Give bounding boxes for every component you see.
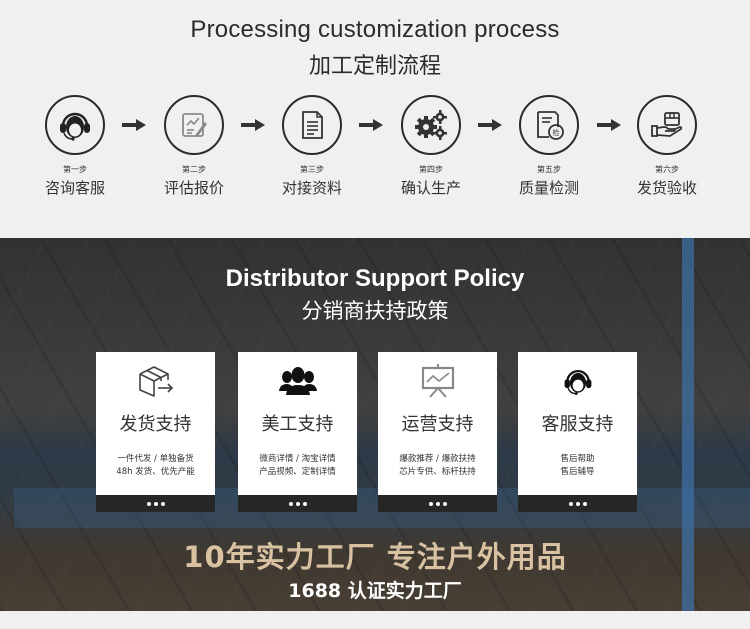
distributor-policy-section: Distributor Support Policy 分销商扶持政策 发货支持 … — [0, 238, 750, 611]
step-number: 第六步 — [655, 165, 679, 174]
presentation-chart-icon — [421, 364, 454, 398]
process-title-zh: 加工定制流程 — [308, 54, 441, 79]
step-label: 对接资料 — [281, 179, 342, 197]
process-step-3: 第三步 对接资料 — [262, 95, 362, 198]
process-step-2: 第二步 评估报价 — [144, 95, 244, 198]
arrow-right-icon — [122, 119, 146, 131]
card-title: 客服支持 — [541, 414, 614, 435]
gears-icon — [415, 110, 447, 140]
document-icon — [302, 111, 323, 139]
step-label: 评估报价 — [163, 179, 224, 197]
card-desc-line: 产品视频、定制详情 — [259, 467, 336, 477]
card-desc-line: 芯片专供、标杆扶持 — [399, 467, 476, 477]
policy-title-zh: 分销商扶持政策 — [301, 299, 449, 323]
process-step-4: 第四步 确认生产 — [381, 95, 481, 198]
quality-inspection-icon: 检 — [537, 111, 564, 140]
more-dots-icon[interactable] — [378, 495, 497, 512]
team-people-icon — [278, 367, 317, 395]
policy-title-en: Distributor Support Policy — [225, 265, 525, 292]
policy-card-customer-service: 客服支持 售后帮助 售后辅导 — [518, 352, 637, 512]
arrow-right-icon — [597, 119, 621, 131]
step-number: 第五步 — [537, 165, 561, 174]
process-section: Processing customization process 加工定制流程 … — [0, 0, 750, 238]
step-label: 发货验收 — [636, 179, 697, 197]
step-label: 咨询客服 — [44, 179, 105, 197]
more-dots-icon[interactable] — [96, 495, 215, 512]
arrow-right-icon — [478, 119, 502, 131]
card-title: 发货支持 — [119, 414, 192, 435]
policy-card-shipping: 发货支持 一件代发 / 单独备货 48h 发货、优先产能 — [96, 352, 215, 512]
factory-slogan: 10年实力工厂 专注户外用品 — [183, 540, 567, 574]
step-number: 第一步 — [63, 165, 87, 174]
policy-card-operations: 运营支持 爆款推荐 / 爆款扶持 芯片专供、标杆扶持 — [378, 352, 497, 512]
customer-service-headset-icon — [60, 112, 90, 141]
customer-service-headset-icon — [564, 370, 591, 395]
factory-certification: 1688 认证实力工厂 — [288, 580, 462, 602]
step-label: 确认生产 — [400, 179, 461, 197]
process-step-5: 检 第五步 质量检测 — [499, 95, 599, 198]
hand-package-icon — [651, 112, 683, 137]
process-title-en: Processing customization process — [190, 16, 560, 43]
card-title: 美工支持 — [261, 414, 334, 435]
policy-card-design: 美工支持 微商详情 / 淘宝详情 产品视频、定制详情 — [238, 352, 357, 512]
bottom-spacer — [0, 611, 750, 629]
process-step-1: 第一步 咨询客服 — [25, 95, 125, 198]
svg-text:检: 检 — [553, 128, 560, 137]
step-label: 质量检测 — [518, 179, 579, 197]
more-dots-icon[interactable] — [238, 495, 357, 512]
card-desc-line: 48h 发货、优先产能 — [116, 467, 195, 477]
process-step-6: 第六步 发货验收 — [617, 95, 717, 198]
card-title: 运营支持 — [401, 414, 474, 435]
step-number: 第二步 — [182, 165, 206, 174]
card-desc-line: 微商详情 / 淘宝详情 — [259, 454, 336, 464]
arrow-right-icon — [241, 119, 265, 131]
step-number: 第三步 — [300, 165, 324, 174]
card-desc-line: 爆款推荐 / 爆款扶持 — [399, 454, 476, 464]
step-number: 第四步 — [419, 165, 443, 174]
evaluate-quote-icon — [182, 113, 207, 137]
more-dots-icon[interactable] — [518, 495, 637, 512]
card-desc-line: 一件代发 / 单独备货 — [117, 454, 194, 464]
box-shipping-icon — [138, 366, 173, 397]
card-desc-line: 售后帮助 — [560, 454, 595, 464]
card-desc-line: 售后辅导 — [560, 467, 595, 477]
arrow-right-icon — [359, 119, 383, 131]
background-pillar — [682, 238, 694, 611]
